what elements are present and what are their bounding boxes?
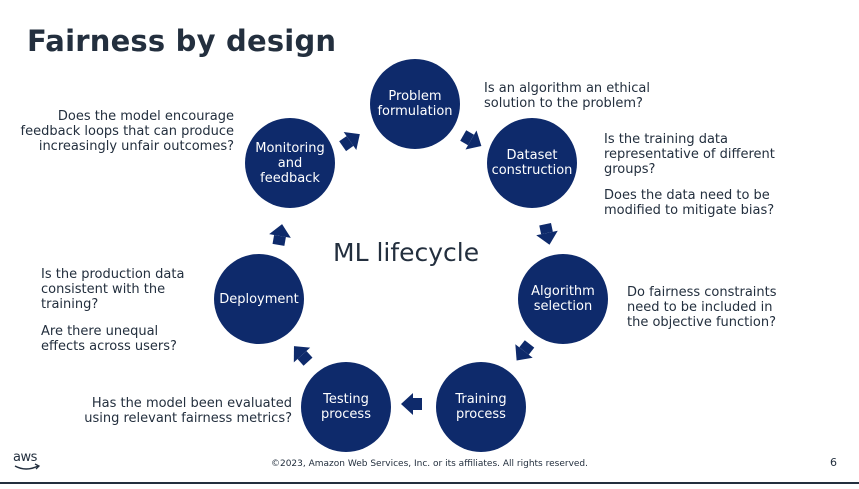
question-dataset-representative: Is the training data representative of d… (604, 132, 775, 177)
question-problem: Is an algorithm an ethical solution to t… (484, 81, 650, 111)
stage-problem-formulation: Problem formulation (370, 59, 460, 149)
stage-label: Testing process (321, 392, 371, 422)
question-monitoring: Does the model encourage feedback loops … (20, 109, 234, 154)
stage-label: Deployment (219, 291, 299, 307)
stage-training-process: Training process (436, 362, 526, 452)
aws-logo-text: aws (13, 450, 37, 465)
question-algorithm: Do fairness constraints need to be inclu… (627, 285, 777, 330)
question-testing: Has the model been evaluated using relev… (84, 396, 292, 426)
stage-testing-process: Testing process (301, 362, 391, 452)
arrow-monitoring-to-problem (339, 131, 360, 152)
stage-dataset-construction: Dataset construction (487, 118, 577, 208)
question-deployment-consistent: Is the production data consistent with t… (41, 267, 185, 312)
aws-smile-icon (14, 463, 41, 470)
stage-label: Problem formulation (377, 89, 453, 119)
page-number: 6 (830, 456, 837, 469)
stage-label: Algorithm selection (531, 284, 595, 314)
arrow-deployment-to-monitoring (269, 224, 291, 246)
stage-label: Dataset construction (491, 148, 573, 178)
arrow-problem-to-dataset (460, 130, 482, 150)
arrow-testing-to-deployment (293, 346, 313, 366)
stage-label: Monitoring and feedback (255, 140, 325, 186)
question-dataset-mitigate: Does the data need to be modified to mit… (604, 188, 775, 218)
copyright-text: ©2023, Amazon Web Services, Inc. or its … (270, 459, 589, 469)
stage-monitoring-feedback: Monitoring and feedback (245, 118, 335, 208)
arrow-algorithm-to-training (515, 340, 535, 361)
slide-title: Fairness by design (27, 24, 337, 58)
arrow-training-to-testing (401, 393, 422, 415)
stage-algorithm-selection: Algorithm selection (518, 254, 608, 344)
stage-label: Training process (455, 392, 507, 422)
center-label: ML lifecycle (333, 238, 480, 267)
question-deployment-unequal: Are there unequal effects across users? (41, 324, 177, 354)
footer-divider (0, 482, 859, 484)
aws-logo: aws (13, 450, 43, 472)
stage-deployment: Deployment (214, 254, 304, 344)
arrow-dataset-to-algorithm (536, 222, 558, 245)
